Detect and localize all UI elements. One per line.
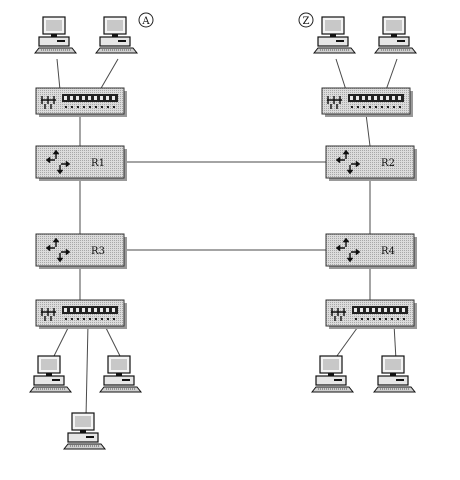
switch-sw-bottom-left <box>35 299 127 329</box>
router-arrows-icon <box>45 149 71 175</box>
link-sw-bottom-left-pc-bl1 <box>51 323 71 361</box>
host-label-z: Z <box>298 12 314 28</box>
link-pc-tr2-sw-top-right <box>385 58 398 91</box>
switch-symbol-icon <box>41 308 56 321</box>
link-sw-bottom-left-pc-bl2 <box>103 323 123 361</box>
computer-icon <box>62 412 107 450</box>
router-arrows-icon <box>45 237 71 263</box>
links-layer <box>51 58 398 418</box>
link-pc-tl2-sw-top-left <box>99 58 119 91</box>
switch-symbol-icon <box>331 308 346 321</box>
router-r3: R3 <box>35 233 127 269</box>
computer-icon <box>372 355 417 393</box>
router-label-r3: R3 <box>91 246 105 257</box>
switch-sw-top-right <box>321 87 413 117</box>
router-label-r4: R4 <box>381 246 395 257</box>
computer-icon <box>310 355 355 393</box>
link-pc-z-sw-top-right <box>335 58 347 91</box>
link-sw-bottom-right-pc-br1 <box>333 323 361 361</box>
computer-icon <box>98 355 143 393</box>
computer-icon <box>94 16 139 54</box>
link-sw-top-right-r2 <box>365 113 371 147</box>
link-sw-bottom-left-pc-bl3 <box>85 323 89 418</box>
switch-ports <box>348 94 404 108</box>
computer-icon <box>28 355 73 393</box>
host-labels: A Z <box>138 12 314 28</box>
switch-ports <box>62 94 118 108</box>
router-r2: R2 <box>325 145 417 181</box>
link-sw-bottom-right-pc-br2 <box>393 323 397 361</box>
router-label-r2: R2 <box>381 158 395 169</box>
switch-symbol-icon <box>327 96 342 109</box>
router-r1: R1 <box>35 145 127 181</box>
switch-sw-top-left <box>35 87 127 117</box>
computer-icon <box>312 16 357 54</box>
link-pc-a-sw-top-left <box>56 58 61 91</box>
switch-ports <box>62 306 118 320</box>
switch-sw-bottom-right <box>325 299 417 329</box>
host-label-z-text: Z <box>303 16 310 27</box>
host-label-a: A <box>138 12 154 28</box>
router-r4: R4 <box>325 233 417 269</box>
switch-symbol-icon <box>41 96 56 109</box>
router-arrows-icon <box>335 149 361 175</box>
switch-ports <box>352 306 408 320</box>
router-arrows-icon <box>335 237 361 263</box>
computer-icon <box>33 16 78 54</box>
router-label-r1: R1 <box>91 158 105 169</box>
host-label-a-text: A <box>141 16 150 27</box>
computer-icon <box>373 16 418 54</box>
